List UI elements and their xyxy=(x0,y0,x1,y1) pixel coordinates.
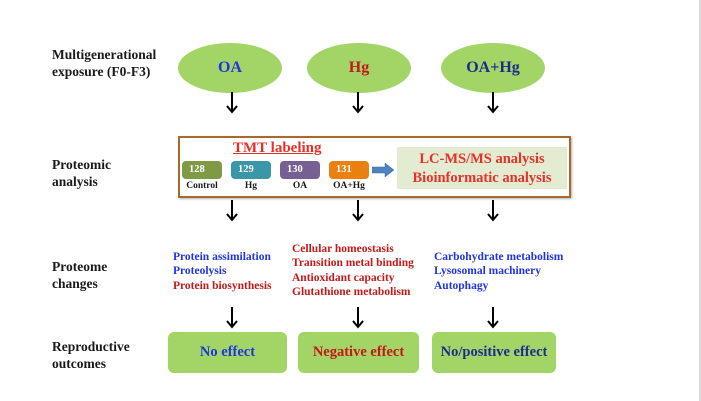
outcome-box-hg: Negative effect xyxy=(298,332,419,373)
tmt-labeling-title: TMT labeling xyxy=(233,140,322,156)
change-item: Protein biosynthesis xyxy=(173,279,272,292)
tmt-tag-label-control: Control xyxy=(186,181,218,191)
row-label-exposure: Multigenerational exposure (F0-F3) xyxy=(52,46,156,80)
outcome-box-oa: No effect xyxy=(168,332,287,373)
row-label-proteomic: Proteomic analysis xyxy=(52,156,111,190)
tmt-tag-128: 128 xyxy=(182,161,222,179)
outcome-label-hg: Negative effect xyxy=(312,344,405,360)
tmt-tag-130: 130 xyxy=(280,161,320,179)
tmt-tag-label-oahg: OA+Hg xyxy=(333,181,365,191)
down-arrow-icon xyxy=(487,307,499,329)
tmt-tag-code: 130 xyxy=(287,164,303,175)
treatment-ellipse-oa: OA xyxy=(178,43,282,93)
change-item: Protein assimilation xyxy=(173,251,271,263)
outcome-box-oahg: No/positive effect xyxy=(432,332,556,373)
down-arrow-icon xyxy=(352,307,364,329)
down-arrow-icon xyxy=(226,92,238,114)
down-arrow-icon xyxy=(226,307,238,329)
row-label-outcomes-line1: Reproductive xyxy=(52,339,130,354)
change-item: Transition metal binding xyxy=(292,257,414,270)
change-item: Proteolysis xyxy=(173,265,227,278)
down-arrow-icon xyxy=(487,200,499,222)
tmt-tag-131: 131 xyxy=(329,161,369,179)
change-item: Antioxidant capacity xyxy=(292,271,395,284)
down-arrow-icon xyxy=(352,92,364,114)
down-arrow-icon xyxy=(226,200,238,222)
change-item: Carbohydrate metabolism xyxy=(434,251,564,263)
tmt-tag-code: 128 xyxy=(189,164,205,175)
tmt-tag-label-hg: Hg xyxy=(244,181,258,191)
tmt-tag-code: 131 xyxy=(336,164,352,175)
changes-list-oahg: Carbohydrate metabolism Lysosomal machin… xyxy=(434,250,563,293)
changes-list-hg: Cellular homeostasis Transition metal bi… xyxy=(292,242,414,299)
change-item: Cellular homeostasis xyxy=(292,243,394,255)
row-label-outcomes: Reproductive outcomes xyxy=(52,338,130,372)
change-item: Autophagy xyxy=(434,279,489,292)
row-label-outcomes-line2: outcomes xyxy=(52,356,106,371)
treatment-label-oahg: OA+Hg xyxy=(466,59,520,76)
outcome-label-oahg: No/positive effect xyxy=(440,344,548,360)
down-arrow-icon xyxy=(487,92,499,114)
row-label-proteomic-line2: analysis xyxy=(52,174,98,189)
outcome-label-oa: No effect xyxy=(199,344,256,360)
row-label-changes-line1: Proteome xyxy=(52,259,108,274)
tmt-tag-129: 129 xyxy=(231,161,271,179)
bioinformatic-analysis-label: Bioinformatic analysis xyxy=(412,170,552,186)
row-label-proteomic-line1: Proteomic xyxy=(52,157,111,172)
down-arrow-icon xyxy=(352,200,364,222)
row-label-exposure-line1: Multigenerational xyxy=(52,47,157,62)
change-item: Lysosomal machinery xyxy=(434,265,542,278)
lcms-analysis-box: LC-MS/MS analysis Bioinformatic analysis xyxy=(397,147,567,189)
treatment-label-hg: Hg xyxy=(348,59,370,76)
lcms-analysis-label: LC-MS/MS analysis xyxy=(419,151,545,167)
treatment-ellipse-hg: Hg xyxy=(307,43,411,93)
tmt-tag-code: 129 xyxy=(238,164,254,175)
right-border xyxy=(699,0,701,401)
row-label-changes-line2: changes xyxy=(52,276,98,291)
right-arrow-icon xyxy=(372,163,394,177)
tmt-tag-label-oa: OA xyxy=(292,181,308,191)
row-label-changes: Proteome changes xyxy=(52,258,107,292)
changes-list-oa: Protein assimilation Proteolysis Protein… xyxy=(173,250,272,293)
treatment-label-oa: OA xyxy=(218,59,242,76)
row-label-exposure-line2: exposure (F0-F3) xyxy=(52,64,151,79)
change-item: Glutathione metabolism xyxy=(292,285,411,298)
treatment-ellipse-oahg: OA+Hg xyxy=(441,43,545,93)
